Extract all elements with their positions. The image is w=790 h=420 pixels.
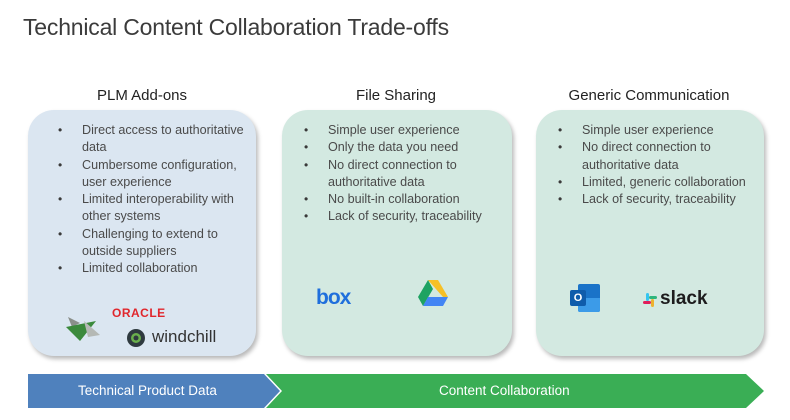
- slack-logo: slack: [660, 288, 708, 309]
- windchill-logo: windchill: [152, 327, 217, 346]
- list-item: Limited collaboration: [56, 260, 252, 278]
- slide-title: Technical Content Collaboration Trade-of…: [23, 14, 449, 40]
- card-file-sharing: Simple user experience Only the data you…: [282, 110, 512, 356]
- google-drive-icon: [418, 280, 448, 306]
- list-item: Lack of security, traceability: [302, 208, 502, 226]
- outlook-icon: O: [570, 284, 600, 312]
- slack-hash-icon: [643, 293, 657, 307]
- list-item: Limited, generic collaboration: [556, 174, 756, 192]
- windchill-gear-icon: [127, 329, 145, 347]
- list-item: No built-in collaboration: [302, 191, 502, 209]
- list-item: Challenging to extend to outside supplie…: [56, 226, 252, 261]
- list-item: No direct connection to authoritative da…: [302, 157, 502, 192]
- column-title-file-sharing: File Sharing: [355, 87, 437, 104]
- bullet-list: Direct access to authoritative data Cumb…: [56, 122, 252, 278]
- list-item: Cumbersome configuration, user experienc…: [56, 157, 252, 192]
- list-item: Lack of security, traceability: [556, 191, 756, 209]
- timeline-arrow: [28, 374, 764, 408]
- list-item: Only the data you need: [302, 139, 502, 157]
- column-title-generic-communication: Generic Communication: [568, 87, 730, 104]
- list-item: No direct connection to authoritative da…: [556, 139, 756, 174]
- timeline-label-content-collaboration: Content Collaboration: [439, 383, 570, 398]
- list-item: Direct access to authoritative data: [56, 122, 252, 157]
- column-title-plm: PLM Add-ons: [96, 87, 188, 104]
- bullet-list: Simple user experience No direct connect…: [556, 122, 756, 209]
- siemens-teamcenter-logo-icon: [66, 317, 100, 341]
- card-plm-addons: Direct access to authoritative data Cumb…: [28, 110, 256, 356]
- list-item: Limited interoperability with other syst…: [56, 191, 252, 226]
- list-item: Simple user experience: [556, 122, 756, 140]
- bullet-list: Simple user experience Only the data you…: [302, 122, 502, 226]
- box-logo: box: [316, 286, 351, 309]
- list-item: Simple user experience: [302, 122, 502, 140]
- timeline-label-technical-product-data: Technical Product Data: [78, 383, 217, 398]
- oracle-logo: ORACLE: [112, 306, 166, 320]
- card-generic-communication: Simple user experience No direct connect…: [536, 110, 764, 356]
